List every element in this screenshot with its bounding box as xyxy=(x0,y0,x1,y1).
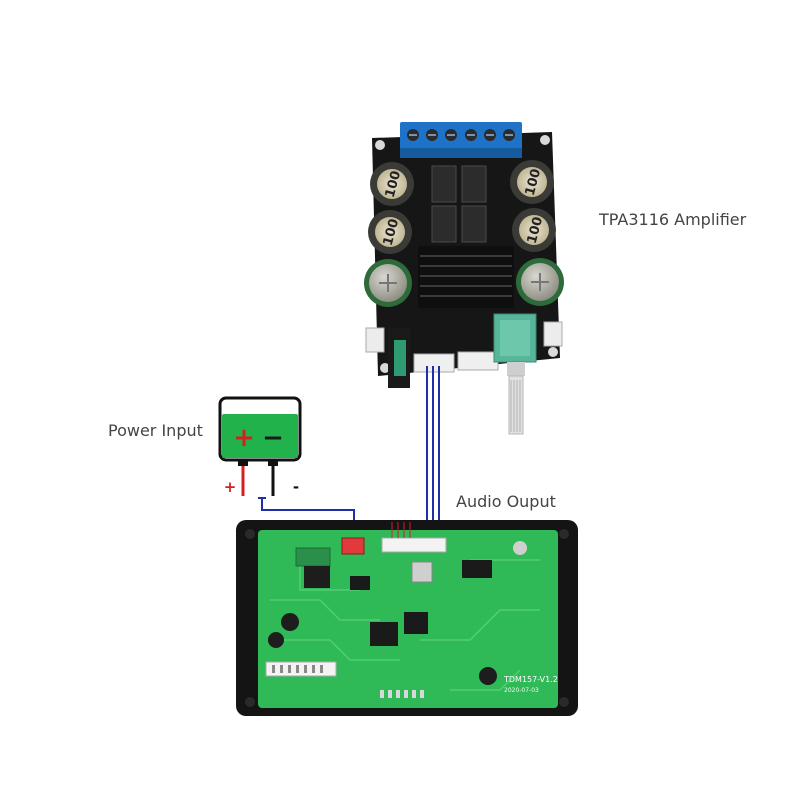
chip xyxy=(350,576,370,590)
svg-text:100: 100 xyxy=(381,217,403,247)
terminal-plus-label: + xyxy=(224,478,237,496)
inductor: 100 xyxy=(512,208,556,252)
svg-text:100: 100 xyxy=(525,215,547,245)
main-processor-chip xyxy=(370,622,398,646)
film-capacitors xyxy=(431,165,487,243)
inductor: 100 xyxy=(370,162,414,206)
power-battery: + − + - xyxy=(218,396,302,496)
audio-jack xyxy=(388,328,410,388)
amplifier-board: 100 100 100 100 xyxy=(364,122,564,435)
power-input-label: Power Input xyxy=(108,421,203,440)
decoder-component xyxy=(513,541,527,555)
aux-connector xyxy=(457,351,499,371)
crystal xyxy=(411,561,433,583)
mounting-hole xyxy=(540,135,550,145)
power-connector xyxy=(365,327,385,353)
mounting-hole xyxy=(548,347,558,357)
electrolytic-capacitor xyxy=(364,259,412,307)
mounting-hole xyxy=(375,140,385,150)
amplifier-chip xyxy=(462,560,492,578)
heatsink xyxy=(418,246,514,308)
svg-text:100: 100 xyxy=(523,167,545,197)
volume-potentiometer xyxy=(493,313,537,435)
decoder-capacitor xyxy=(479,667,497,685)
amplifier-label: TPA3116 Amplifier xyxy=(599,210,747,229)
speaker-screw-terminal xyxy=(400,122,522,158)
side-connector xyxy=(543,321,563,347)
decoder-power-connector xyxy=(341,537,365,555)
battery-minus-symbol: − xyxy=(262,423,284,453)
bluetooth-chip xyxy=(304,566,330,588)
bluetooth-antenna xyxy=(295,547,331,567)
board-model-text: TDM157-V1.2 xyxy=(503,675,558,684)
inductor: 100 xyxy=(368,210,412,254)
mounting-hole xyxy=(380,363,390,373)
battery-plus-symbol: + xyxy=(233,423,255,453)
electrolytic-capacitor xyxy=(516,258,564,306)
display-connector xyxy=(265,661,337,677)
audio-wires xyxy=(426,366,440,530)
audio-output-connector xyxy=(381,537,447,553)
terminal-minus-label: - xyxy=(293,478,299,496)
svg-text:100: 100 xyxy=(383,169,405,199)
audio-output-label: Audio Ouput xyxy=(456,492,556,511)
decoder-capacitor xyxy=(268,632,284,648)
chip xyxy=(404,612,428,634)
decoder-board: TDM157-V1.2 2020-07-03 xyxy=(236,520,578,716)
board-date-text: 2020-07-03 xyxy=(504,687,539,694)
inductor: 100 xyxy=(510,160,554,204)
decoder-capacitor xyxy=(281,613,299,631)
